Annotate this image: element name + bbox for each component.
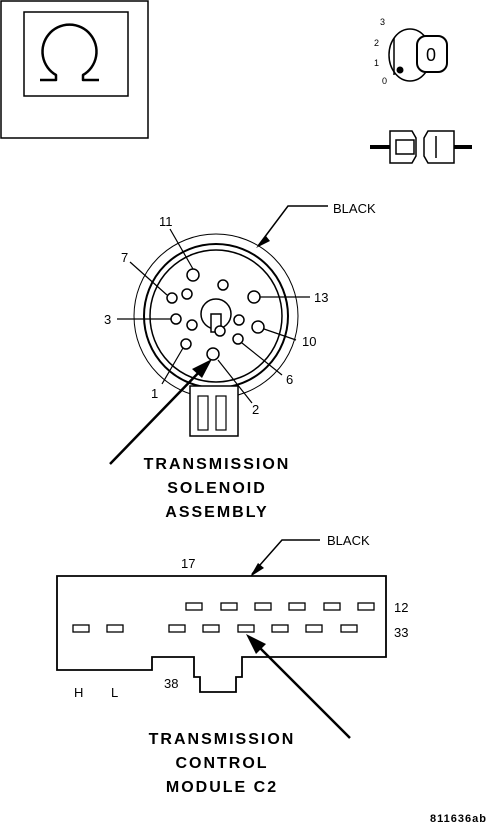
ignition-switch-icon: 3 2 1 0 0 [374,17,448,86]
solenoid-pin-1 [180,338,192,350]
solenoid-title-line-3: ASSEMBLY [165,504,268,521]
module-pin-label-33: 33 [394,625,408,640]
solenoid-pin-label-2: 2 [252,402,259,417]
module-pin-label-17: 17 [181,556,195,571]
solenoid-pin [214,325,226,337]
ignition-position-3: 3 [380,17,385,27]
ohmmeter-icon [0,0,149,139]
solenoid-color-label: BLACK [333,201,376,216]
solenoid-title-line-2: SOLENOID [167,480,267,497]
ignition-key-label: 0 [426,45,436,65]
module-color-label: BLACK [327,533,370,548]
solenoid-pin-2 [206,347,220,361]
solenoid-pin-3 [170,313,182,325]
ignition-position-2: 2 [374,38,379,48]
solenoid-pin-label-11: 11 [159,214,173,229]
module-pin-label-38: 38 [164,676,178,691]
module-title-line-2: CONTROL [175,755,268,772]
solenoid-pin-13 [247,290,261,304]
disconnected-connector-icon [370,130,472,164]
solenoid-pin-label-10: 10 [302,334,316,349]
module-pin-label-h: H [74,685,83,700]
solenoid-pin-label-7: 7 [121,250,128,265]
solenoid-pin [217,279,229,291]
solenoid-pin [233,314,245,326]
solenoid-pin [181,288,193,300]
solenoid-pin-10 [251,320,265,334]
solenoid-pin-label-1: 1 [151,386,158,401]
solenoid-pin-label-6: 6 [286,372,293,387]
solenoid-pin-7 [166,292,178,304]
solenoid-pin-6 [232,333,244,345]
module-title-line-3: MODULE C2 [166,779,278,796]
solenoid-pin-label-13: 13 [314,290,328,305]
module-title: TRANSMISSION CONTROL MODULE C2 [149,731,296,796]
module-title-line-1: TRANSMISSION [149,731,296,748]
module-pin-label-12: 12 [394,600,408,615]
solenoid-pin [186,319,198,331]
solenoid-title-line-1: TRANSMISSION [144,456,291,473]
solenoid-connector: BLACK 11 7 3 [104,201,376,465]
ignition-position-0: 0 [382,76,387,86]
figure-code: 811636ab [430,813,487,825]
module-connector: BLACK 17 12 33 38 H L [56,533,408,739]
solenoid-title: TRANSMISSION SOLENOID ASSEMBLY [144,456,291,521]
module-pin-label-l: L [111,685,118,700]
ignition-position-1: 1 [374,58,379,68]
solenoid-pin-11 [186,268,200,282]
solenoid-pin-label-3: 3 [104,312,111,327]
